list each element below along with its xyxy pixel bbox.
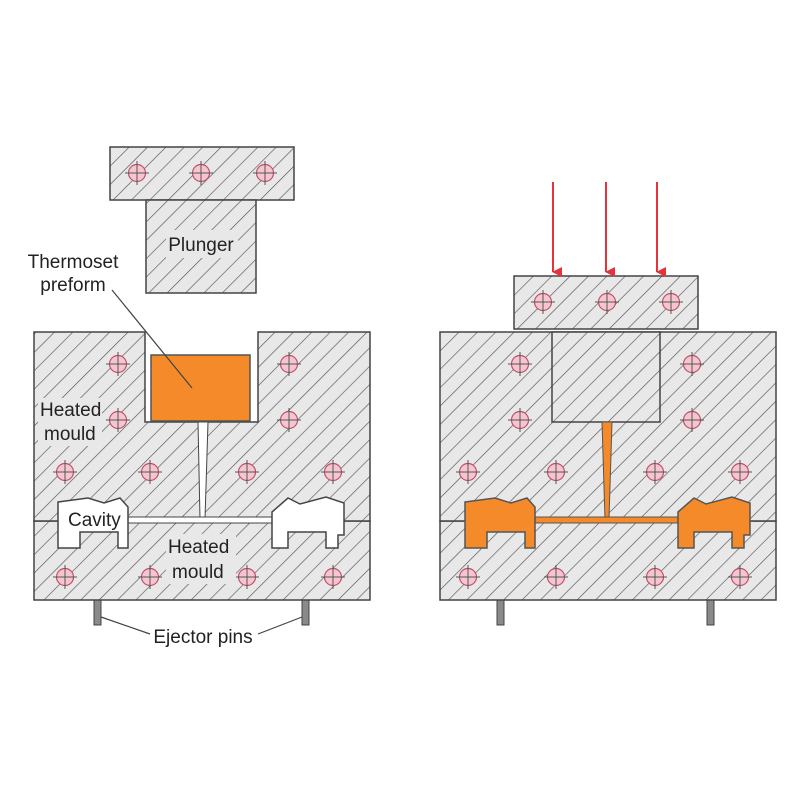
label-heated-lower-line2: mould	[172, 562, 224, 583]
label-cavity: Cavity	[68, 510, 121, 531]
cavity-right	[271, 496, 345, 549]
runner-channel	[127, 516, 275, 524]
label-heated-upper-line1: Heated	[40, 400, 101, 421]
right-closed-mould	[439, 182, 777, 626]
label-heated-lower-line1: Heated	[168, 537, 229, 558]
left-open-mould: Plunger Thermoset preform Heated mould C…	[28, 146, 371, 648]
leader-ejector-right	[257, 616, 303, 635]
label-bg-cavity	[66, 508, 124, 530]
label-thermoset-line2: preform	[40, 275, 105, 296]
leader-thermoset	[111, 289, 193, 389]
filled-runner	[534, 516, 682, 524]
thermoset-preform	[150, 354, 251, 422]
lower-heated-mould	[439, 520, 777, 601]
leader-ejector-left	[100, 616, 151, 635]
label-bg-heated-upper	[38, 398, 102, 446]
plunger-label-bg	[166, 230, 238, 258]
label-thermoset-line1: Thermoset	[28, 252, 120, 273]
plunger	[551, 331, 661, 423]
filled-cavity-left	[464, 497, 536, 549]
label-ejector-pins: Ejector pins	[153, 627, 252, 648]
label-bg-heated-lower	[166, 534, 236, 584]
label-plunger: Plunger	[168, 235, 234, 256]
label-heated-upper-line2: mould	[44, 424, 96, 445]
filled-cavity-right	[677, 496, 751, 549]
